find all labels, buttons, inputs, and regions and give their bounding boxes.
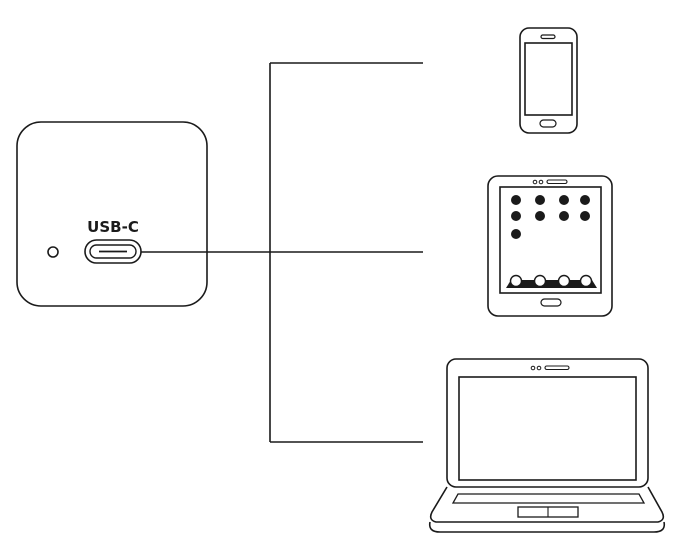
status-led-icon: [47, 246, 59, 258]
tablet-dock-icons: [509, 274, 593, 288]
laptop-icon: [428, 358, 666, 533]
connection-lines: [141, 62, 423, 443]
tablet-icon: [487, 175, 613, 317]
charger-body: [16, 121, 208, 307]
tablet-app-icons: [506, 195, 597, 288]
smartphone-icon: [519, 27, 578, 134]
port-label: USB-C: [87, 218, 139, 236]
charger: [16, 121, 208, 307]
usb-c-port-icon: [84, 239, 142, 264]
